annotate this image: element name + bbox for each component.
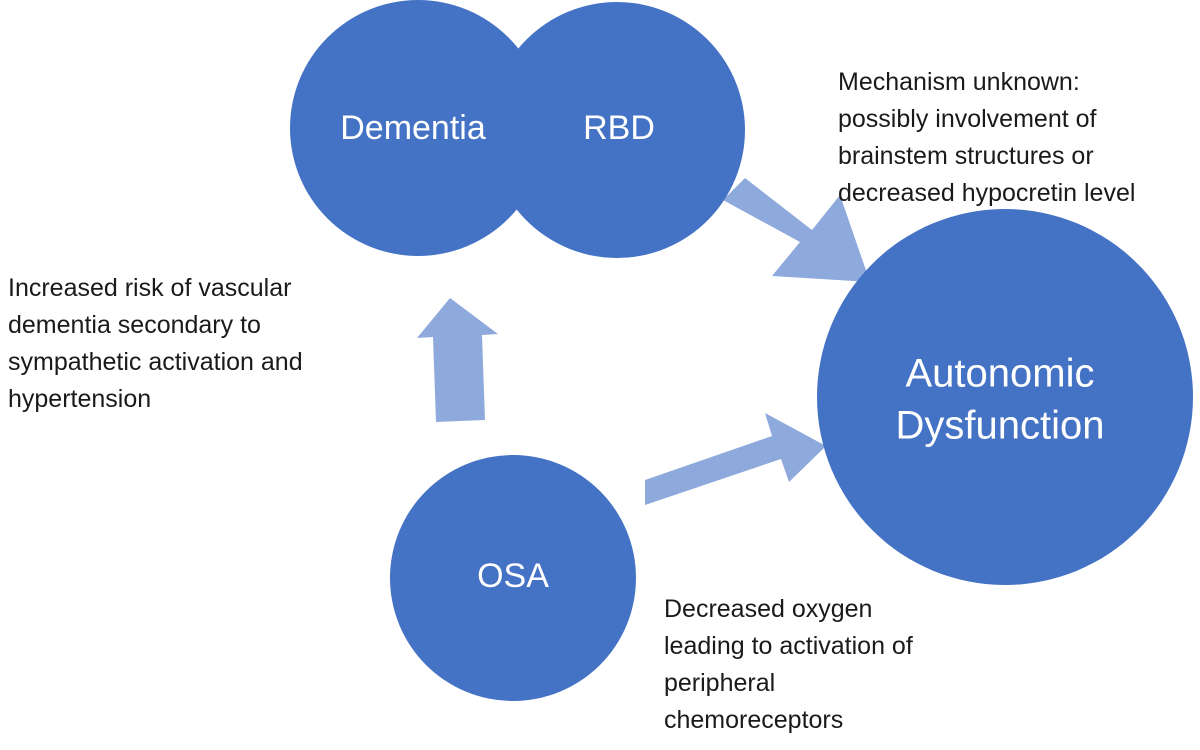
annotation-vascular-line: sympathetic activation and [8, 348, 303, 376]
annotation-vascular-line: dementia secondary to [8, 311, 261, 339]
annotation-mechanism-line: possibly involvement of [838, 105, 1097, 133]
node-rbd [489, 2, 745, 258]
annotation-vascular-line: hypertension [8, 385, 152, 413]
annotation-mechanism-line: decreased hypocretin level [838, 179, 1136, 207]
annotation-vascular: Increased risk of vascular dementia seco… [8, 270, 303, 418]
annotation-mechanism: Mechanism unknown: possibly involvement … [838, 64, 1135, 212]
node-dementia-label: Dementia [340, 109, 486, 147]
arrow-rbd-to-autonomic [723, 178, 870, 282]
node-autonomic-label-line-1: Autonomic [906, 352, 1095, 396]
annotation-oxygen-line: leading to activation of [664, 632, 913, 660]
node-rbd-label: RBD [583, 109, 655, 147]
annotation-vascular-line: Increased risk of vascular [8, 274, 292, 302]
node-autonomic-dysfunction [817, 209, 1193, 585]
node-osa [390, 455, 636, 701]
node-autonomic-label-line-2: Dysfunction [896, 404, 1105, 448]
arrow-osa-to-autonomic [645, 413, 826, 505]
annotation-oxygen-line: chemoreceptors [664, 706, 844, 734]
arrow-osa-to-dementia [417, 298, 498, 422]
annotation-mechanism-line: brainstem structures or [838, 142, 1094, 170]
node-osa-label: OSA [477, 557, 549, 595]
annotation-oxygen: Decreased oxygen leading to activation o… [664, 591, 913, 739]
annotation-oxygen-line: Decreased oxygen [664, 595, 873, 623]
annotation-oxygen-line: peripheral [664, 669, 776, 697]
annotation-mechanism-line: Mechanism unknown: [838, 68, 1080, 96]
node-dementia [290, 0, 546, 256]
